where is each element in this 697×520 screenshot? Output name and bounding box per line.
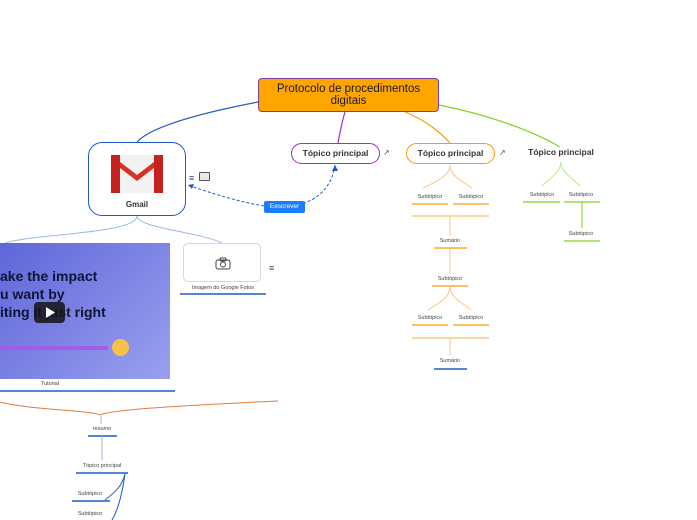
emoji-icon (112, 339, 129, 356)
gmail-logo-icon (111, 155, 163, 193)
summary[interactable]: resumo (84, 426, 120, 432)
camera-icon (215, 257, 231, 270)
image-placeholder[interactable] (183, 243, 261, 282)
notes-icon[interactable]: ≡ (269, 263, 275, 273)
subtopic-label: Subtópico (417, 194, 443, 200)
root-topic-label: Protocolo de procedimentos digitais (276, 83, 421, 107)
subtopic[interactable]: Subtópico (561, 192, 601, 198)
summary-label: resumo (92, 426, 112, 432)
topic-label: Tópico principal (82, 463, 122, 469)
gmail-node[interactable] (88, 142, 186, 216)
video-title-line: iting it just right (0, 304, 106, 320)
open-link-icon[interactable]: ↗ (383, 148, 390, 157)
video-title-text: ake the impact u want by iting it just r… (0, 267, 170, 321)
subtopic[interactable]: Subtópico (410, 194, 450, 200)
video-caption: Tutorial (40, 381, 60, 387)
open-link-icon[interactable]: ↗ (499, 148, 506, 157)
gmail-label: Gmail (125, 200, 149, 209)
summary[interactable]: Sumário (430, 358, 470, 364)
topic-green[interactable]: Tópico principal (524, 147, 598, 157)
play-button[interactable] (34, 302, 65, 323)
topic-orange[interactable]: Tópico principal (406, 143, 495, 164)
subtopic[interactable]: Subtópico (451, 194, 491, 200)
subtopic[interactable]: Subtópico (522, 192, 562, 198)
progress-bar (0, 346, 108, 350)
notes-icon[interactable]: ≡ (189, 173, 195, 183)
summary-label: Sumário (439, 238, 461, 244)
subtopic[interactable]: Subtópico (430, 276, 470, 282)
summary[interactable]: Sumário (430, 238, 470, 244)
subtopic-label: Subtópico (77, 511, 103, 517)
summary-label: Sumário (439, 358, 461, 364)
video-thumbnail[interactable]: ake the impact u want by iting it just r… (0, 243, 170, 379)
subtopic-label: Subtópico (437, 276, 463, 282)
subtopic-label: Subtópico (458, 315, 484, 321)
subtopic[interactable]: Subtópico (561, 231, 601, 237)
subtopic-label: Subtópico (458, 194, 484, 200)
root-topic[interactable]: Protocolo de procedimentos digitais (258, 78, 439, 112)
topic-purple[interactable]: Tópico principal (291, 143, 380, 164)
subtopic[interactable]: Subtópico (70, 491, 110, 497)
video-title-line: u want by (0, 286, 65, 302)
topic-orange-label: Tópico principal (417, 148, 484, 158)
subtopic-label: Subtópico (417, 315, 443, 321)
topic[interactable]: Tópico principal (74, 463, 130, 469)
subtopic[interactable]: Subtópico (451, 315, 491, 321)
video-title-line: ake the impact (0, 268, 98, 284)
subtopic-label: Subtópico (568, 231, 594, 237)
play-icon (46, 307, 55, 318)
subtopic[interactable]: Subtópico (70, 511, 110, 517)
topic-purple-label: Tópico principal (302, 148, 369, 158)
subtopic[interactable]: Subtópico (410, 315, 450, 321)
topic-green-label: Tópico principal (528, 147, 594, 157)
subtopic-label: Subtópico (77, 491, 103, 497)
write-button[interactable]: Eescrever (264, 201, 305, 213)
subtopic-label: Subtópico (568, 192, 594, 198)
image-caption: Imagem do Google Fotos (191, 285, 255, 291)
attachment-icon[interactable] (199, 172, 210, 181)
subtopic-label: Subtópico (529, 192, 555, 198)
